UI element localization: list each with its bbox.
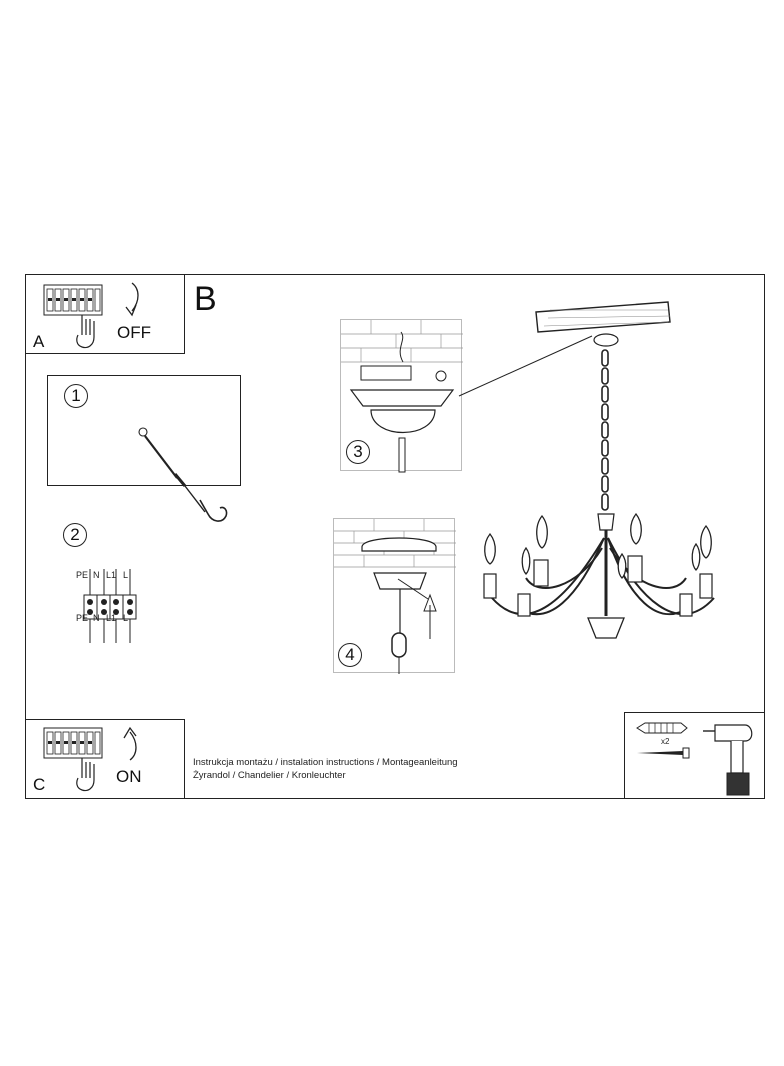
off-label: OFF xyxy=(117,323,151,342)
terminal-label-n: N xyxy=(93,570,100,580)
canopy-fixing-icon xyxy=(334,519,456,674)
breaker-box-icon xyxy=(43,284,103,316)
panel-power-on: ON C xyxy=(25,719,185,799)
screw-count: x2 xyxy=(661,737,670,746)
caption-product: Żyrandol / Chandelier / Kronleuchter xyxy=(193,770,346,781)
hook-icon xyxy=(138,427,206,513)
section-c-label: C xyxy=(33,775,46,794)
terminal-label-l1: L1 xyxy=(106,570,117,580)
breaker-box-icon xyxy=(43,727,103,759)
terminal-label-pe: PE xyxy=(76,570,89,580)
wall-plug-icon xyxy=(636,722,688,734)
step-4-badge: 4 xyxy=(338,643,362,667)
caption-instructions: Instrukcja montażu / instalation instruc… xyxy=(193,757,458,768)
step-2-badge: 2 xyxy=(63,523,87,547)
step-1-badge: 1 xyxy=(64,384,88,408)
section-b-label: B xyxy=(194,280,217,318)
on-label: ON xyxy=(116,767,142,786)
step-3-panel: 3 xyxy=(340,319,463,473)
terminal-bottom-labels: PE N L1 L xyxy=(76,614,146,624)
tools-panel: x2 xyxy=(624,712,765,799)
screw-icon xyxy=(637,747,690,759)
hand-icon xyxy=(76,315,95,349)
terminal-label-l: L xyxy=(123,570,129,580)
drill-icon xyxy=(703,724,753,796)
chandelier-icon xyxy=(483,301,715,639)
ceiling-canopy-icon xyxy=(341,320,463,473)
hand-icon xyxy=(76,758,95,792)
arrow-down-icon xyxy=(125,282,139,317)
terminal-label-l1-bottom: L1 xyxy=(106,613,117,623)
terminal-label-pe-bottom: PE xyxy=(76,613,89,623)
terminal-top-labels: PE N L1 L xyxy=(76,571,146,581)
terminal-label-n-bottom: N xyxy=(93,613,100,623)
step-3-badge: 3 xyxy=(346,440,370,464)
instruction-frame xyxy=(25,274,765,799)
hook-end-icon xyxy=(199,499,228,522)
terminal-block-icon xyxy=(83,569,137,643)
step-4-panel: 4 xyxy=(333,518,456,674)
panel-power-off: OFF A xyxy=(25,274,185,354)
section-a-label: A xyxy=(33,332,45,351)
arrow-up-icon xyxy=(123,726,137,761)
terminal-label-l-bottom: L xyxy=(123,613,129,623)
step-1-panel: 1 xyxy=(47,375,241,513)
